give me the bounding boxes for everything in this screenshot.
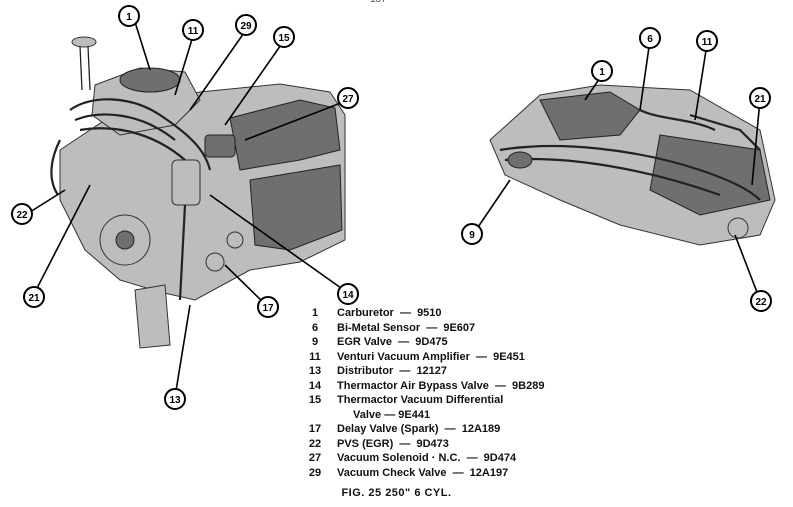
legend-label: Bi-Metal Sensor — 9E607 — [337, 321, 476, 334]
callout-1-left: 1 — [118, 5, 140, 27]
callout-number: 27 — [342, 94, 354, 105]
callout-number: 11 — [702, 37, 713, 48]
legend-label: Delay Valve (Spark) — 12A189 — [337, 423, 501, 435]
callout-22-left: 22 — [11, 203, 33, 225]
legend-label: Venturi Vacuum Amplifier — 9E451 — [337, 350, 525, 363]
callout-number: 29 — [240, 21, 252, 32]
callout-21-left: 21 — [23, 286, 45, 308]
callout-1-right: 1 — [591, 60, 613, 82]
callout-22-right: 22 — [750, 290, 772, 312]
callout-number: 1 — [126, 12, 132, 23]
legend-row: 1 Carburetor — 9510 — [293, 306, 544, 321]
legend-number: 11 — [309, 350, 321, 363]
legend-row: 11 Venturi Vacuum Amplifier — 9E451 — [293, 350, 544, 365]
right-engine-illustration — [489, 84, 776, 246]
legend-label: PVS (EGR) — 9D473 — [337, 437, 449, 450]
callout-number: 14 — [342, 290, 354, 301]
callout-21-right: 21 — [749, 87, 771, 109]
callout-27-left: 27 — [337, 87, 359, 109]
legend-number: 27 — [308, 452, 322, 464]
callout-17-left: 17 — [257, 296, 279, 318]
callout-14-left: 14 — [337, 283, 359, 305]
legend-number: 9 — [311, 336, 319, 348]
legend-number: 13 — [308, 365, 322, 377]
left-engine-illustration — [50, 36, 346, 349]
callout-11-right: 11 — [696, 30, 718, 52]
legend-row: 15 Thermactor Vacuum Differential — [293, 393, 544, 408]
legend-number: 15 — [308, 394, 322, 406]
callout-number: 11 — [188, 26, 199, 37]
callout-9-right: 9 — [461, 223, 483, 245]
page-number: 157 — [370, 0, 387, 5]
callout-number: 21 — [28, 293, 40, 304]
legend-label: EGR Valve — 9D475 — [337, 336, 448, 348]
callout-13-left: 13 — [164, 388, 186, 410]
legend-row: 27 Vacuum Solenoid · N.C. — 9D474 — [293, 451, 544, 466]
legend-row: 29 Vacuum Check Valve — 12A197 — [293, 466, 544, 481]
legend-continuation: Valve — 9E441 — [353, 408, 431, 421]
figure-caption: FIG. 25 250" 6 CYL. — [341, 487, 452, 499]
legend-row: 13 Distributor — 12127 — [293, 364, 544, 379]
callout-number: 17 — [262, 303, 274, 314]
callout-number: 9 — [469, 230, 475, 241]
legend-label: Thermactor Air Bypass Valve — 9B289 — [337, 379, 545, 392]
callout-29-left: 29 — [235, 14, 257, 36]
legend-row: 17 Delay Valve (Spark) — 12A189 — [293, 422, 544, 437]
callout-15-left: 15 — [273, 26, 295, 48]
legend-number: 29 — [308, 466, 322, 479]
legend-label: Distributor — 12127 — [337, 365, 448, 377]
legend-number: 6 — [311, 321, 319, 334]
callout-number: 13 — [169, 395, 181, 406]
legend-label: Carburetor — 9510 — [337, 307, 442, 319]
legend-number: 14 — [308, 379, 322, 392]
legend-row: 14 Thermactor Air Bypass Valve — 9B289 — [293, 379, 545, 394]
legend-row: 22 PVS (EGR) — 9D473 — [293, 437, 544, 452]
callout-number: 1 — [599, 67, 605, 78]
callout-6-right: 6 — [639, 27, 661, 49]
legend-label: Vacuum Solenoid · N.C. — 9D474 — [337, 452, 517, 464]
callout-number: 22 — [16, 210, 28, 221]
callout-number: 6 — [647, 34, 653, 45]
callout-number: 21 — [754, 94, 766, 105]
legend-number: 1 — [311, 307, 319, 319]
legend-label: Vacuum Check Valve — 12A197 — [337, 466, 509, 479]
legend-row: 6 Bi-Metal Sensor — 9E607 — [293, 321, 544, 336]
legend-number: 17 — [308, 423, 322, 435]
legend-row: 9 EGR Valve — 9D475 — [293, 335, 544, 350]
callout-11-left: 11 — [182, 19, 204, 41]
parts-legend: 1 Carburetor — 9510 6 Bi-Metal Sensor — 9E… — [293, 306, 545, 481]
legend-number: 22 — [308, 437, 322, 450]
callout-number: 15 — [278, 33, 290, 44]
legend-label: Thermactor Vacuum Differential — [337, 394, 504, 406]
callout-number: 22 — [755, 297, 767, 308]
